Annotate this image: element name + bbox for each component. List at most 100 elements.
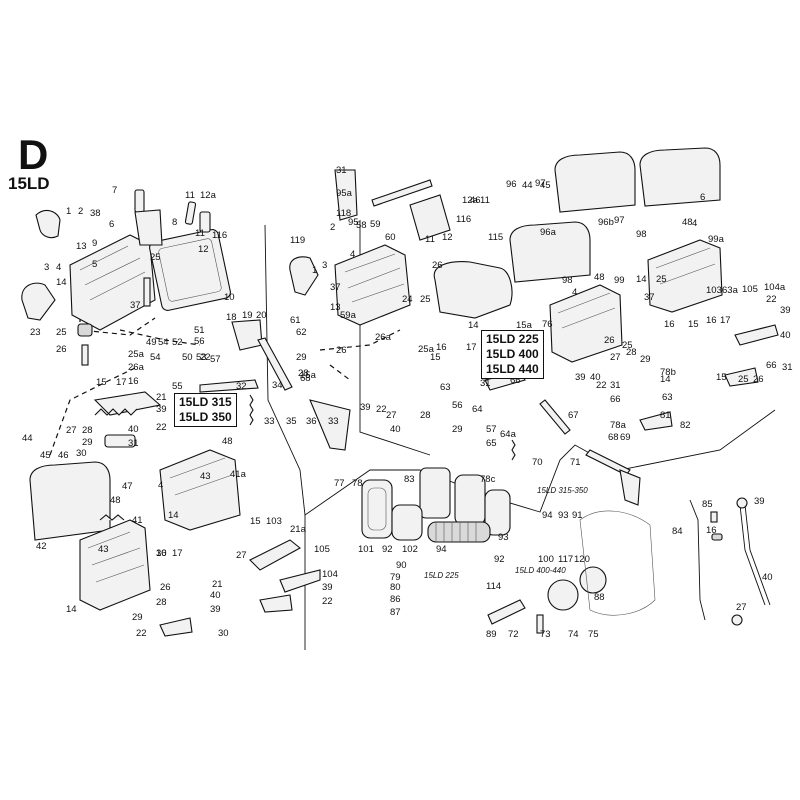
callout-number: 19	[242, 310, 253, 321]
callout-number: 68	[300, 373, 311, 384]
tie-rod-34	[257, 337, 293, 391]
callout-number: 22	[156, 422, 167, 433]
callout-number: 72	[508, 629, 519, 640]
callout-number: 79	[390, 572, 401, 583]
callout-number: 31	[782, 362, 793, 373]
callout-number: 77	[334, 478, 345, 489]
head-plate-41a	[159, 449, 241, 531]
head-plate-41	[79, 519, 151, 611]
note-15ld-225: 15LD 225	[424, 571, 459, 580]
callout-number: 28	[626, 347, 637, 358]
valve-cover-47	[29, 461, 111, 541]
lever-104a	[734, 324, 779, 346]
callout-number: 48	[110, 495, 121, 506]
callout-number: 74	[568, 629, 579, 640]
callout-number: 14	[468, 320, 479, 331]
callout-number: 15	[430, 352, 441, 363]
callout-number: 58	[356, 220, 367, 231]
callout-number: 54	[150, 352, 161, 363]
callout-number: 71	[570, 457, 581, 468]
callout-number: 33	[264, 416, 275, 427]
callout-number: 36	[306, 416, 317, 427]
callout-number: 7	[112, 185, 117, 196]
callout-number: 30	[218, 628, 229, 639]
callout-number: 15a	[300, 370, 317, 381]
callout-number: 25	[420, 294, 431, 305]
callout-number: 12	[198, 244, 209, 255]
callout-number: 57	[210, 354, 221, 365]
assembly-mid-left	[93, 319, 351, 451]
callout-number: 40	[590, 372, 601, 383]
callout-number: 25	[656, 274, 667, 285]
callout-number: 28	[298, 368, 309, 379]
callout-number: 37	[330, 282, 341, 293]
callout-number: 91	[572, 510, 583, 521]
callout-number: 14	[660, 374, 671, 385]
assembly-top-center	[289, 169, 641, 506]
pump-gear-80	[579, 566, 607, 594]
callout-number: 73	[540, 629, 551, 640]
callout-number: 101	[358, 544, 374, 555]
engine-model-label: 15LD	[8, 174, 50, 193]
callout-number: 63	[662, 392, 673, 403]
gasket-78c	[484, 489, 511, 536]
callout-number: 84	[672, 526, 683, 537]
callout-number: 13	[330, 302, 341, 313]
callout-number: 2	[330, 222, 335, 233]
callout-number: 98	[562, 275, 573, 286]
variant-line: 15LD 315	[179, 395, 232, 409]
bolt-37	[143, 277, 151, 307]
lever-31r	[639, 411, 673, 431]
callout-number: 40	[762, 572, 773, 583]
callout-number: 56	[452, 400, 463, 411]
callout-number: 14	[66, 604, 77, 615]
callout-number: 22	[376, 404, 387, 415]
dipstick-tube-84	[739, 504, 771, 606]
callout-number: 40	[210, 590, 221, 601]
callout-number: 2	[78, 206, 83, 217]
bracket-95a	[334, 169, 358, 221]
callout-number: 39	[754, 496, 765, 507]
callout-number: 46	[58, 450, 69, 461]
callout-number: 97	[535, 178, 546, 189]
dipstick-72	[689, 499, 706, 621]
callout-number: 27	[386, 410, 397, 421]
callout-number: 60	[385, 232, 396, 243]
callout-number: 116	[212, 230, 227, 241]
callout-number: 116	[456, 214, 471, 225]
callout-number: 16	[706, 315, 717, 326]
callout-number: 46	[470, 195, 481, 206]
callout-number: 85	[702, 499, 713, 510]
lever-36	[309, 399, 351, 451]
callout-number: 41	[132, 515, 143, 526]
callout-number: 40	[780, 330, 791, 341]
valve-cover-96b	[639, 147, 721, 207]
callout-number: 20	[256, 310, 267, 321]
oring-85	[731, 614, 743, 626]
callout-number: 52	[172, 337, 183, 348]
callout-number: 4	[56, 262, 61, 273]
callout-number: 51	[194, 325, 205, 336]
variant-line: 15LD 350	[179, 410, 232, 424]
spring-48	[99, 514, 125, 521]
callout-number: 45	[540, 180, 551, 191]
exhaust-elbow	[21, 282, 56, 321]
dipstick-cap-75	[736, 497, 748, 509]
callout-number: 28	[420, 410, 431, 421]
callout-number: 11	[185, 190, 195, 201]
callout-number: 22	[200, 352, 211, 363]
callout-number: 15a	[516, 320, 533, 331]
callout-number: 78c	[480, 474, 496, 485]
callout-number: 83	[404, 474, 415, 485]
callout-number: 25a	[128, 349, 145, 360]
callout-number: 35	[286, 416, 297, 427]
callout-number: 31	[610, 380, 621, 391]
cylinder-head-plate	[69, 234, 156, 331]
callout-number: 8	[172, 217, 177, 228]
callout-number: 29	[82, 437, 93, 448]
gasket-78	[391, 504, 423, 541]
callout-number: 6	[700, 192, 705, 203]
callout-number: 26a	[128, 362, 145, 373]
callout-number: 16	[664, 319, 675, 330]
